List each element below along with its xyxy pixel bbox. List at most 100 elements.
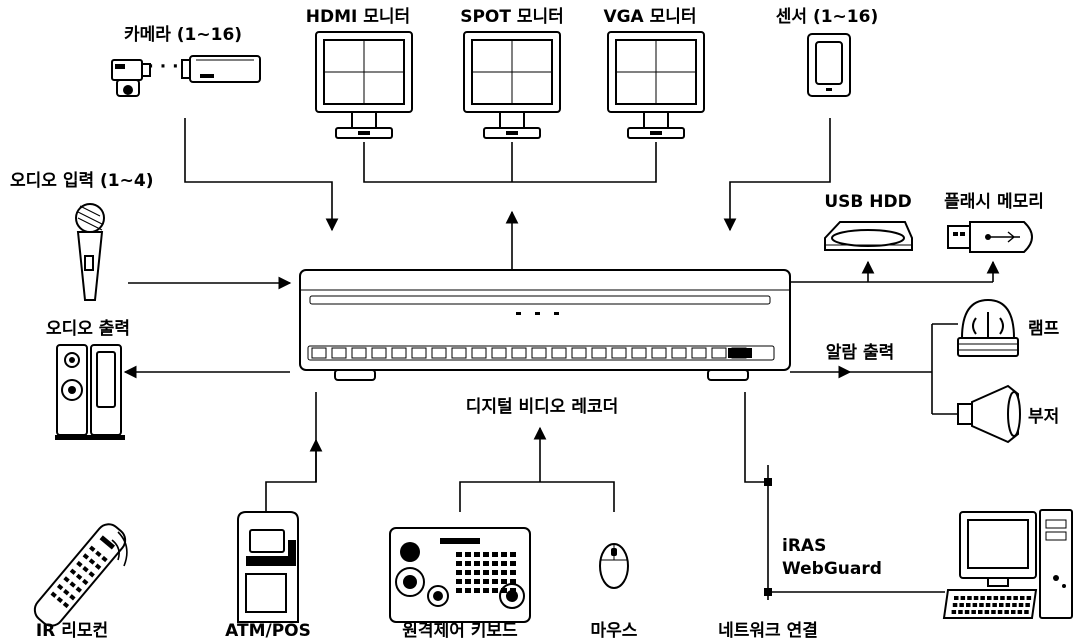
keyboard-key: [501, 588, 507, 593]
dvr-panel-button: [491, 347, 507, 359]
pc-keyboard-key: [958, 610, 963, 614]
lamp-icon: [957, 298, 1019, 357]
dvr-panel-button: [591, 347, 607, 359]
pc-keyboard-key: [1020, 596, 1025, 600]
spot-monitor-label: SPOT 모니터: [460, 7, 564, 27]
pc-keyboard-key: [967, 596, 972, 600]
keyboard-key: [456, 561, 462, 566]
hdmi-monitor-label: HDMI 모니터: [306, 7, 410, 27]
pc-keyboard-key: [987, 596, 992, 600]
dvr-panel-button: [651, 347, 667, 359]
dvr-panel-button: [471, 347, 487, 359]
pc-keyboard-key: [954, 596, 959, 600]
dvr-label: 디지털 비디오 레코더: [466, 397, 619, 417]
alarm-out-label: 알람 출력: [826, 342, 894, 363]
monitor-icon: [607, 31, 705, 139]
monitors-group: [315, 31, 705, 139]
dvr-panel-button: [331, 347, 347, 359]
keyboard-key: [492, 579, 498, 584]
pc-keyboard-key: [1000, 596, 1005, 600]
keyboard-key: [483, 552, 489, 557]
audio-in-label: 오디오 입력 (1~4): [10, 171, 153, 191]
pc-keyboard-key: [999, 603, 1004, 607]
dvr-panel-button: [411, 347, 427, 359]
dvr-panel-button: [431, 347, 447, 359]
camera-ellipsis: · · ·: [147, 57, 178, 77]
usb-hdd-label: USB HDD: [824, 192, 911, 212]
pc-keyboard-key: [979, 603, 984, 607]
dvr-panel-button: [391, 347, 407, 359]
keyboard-key: [465, 552, 471, 557]
dvr-panel-button: [371, 347, 387, 359]
dvr-panel-button: [611, 347, 627, 359]
dvr-panel-button: [311, 347, 327, 359]
keyboard-key: [474, 552, 480, 557]
pc-keyboard-key: [1018, 603, 1024, 607]
pc-keyboard-key: [964, 610, 970, 614]
pc-keyboard-key: [978, 610, 983, 614]
usb-hdd-icon: [824, 221, 913, 251]
keyboard-key: [510, 579, 516, 584]
pc-keyboard-key: [966, 603, 971, 607]
keyboard-key: [474, 579, 480, 584]
atm-pos-icon: [237, 511, 299, 623]
pc-keyboard-key: [1011, 610, 1016, 614]
dvr-panel-button: [551, 347, 567, 359]
pc-keyboard-key: [1005, 603, 1011, 607]
pc-keyboard-key: [972, 603, 978, 607]
pc-keyboard-key: [959, 603, 964, 607]
pc-keyboard-key: [980, 596, 985, 600]
pc-keyboard-key: [1025, 603, 1030, 607]
ir-remote-label: IR 리모컨: [36, 621, 108, 641]
pc-keyboard-key: [1004, 610, 1009, 614]
webguard-label: WebGuard: [782, 559, 882, 579]
camera-label: 카메라 (1~16): [124, 25, 242, 45]
keyboard-key: [501, 570, 507, 575]
dvr-usb-port: [728, 348, 752, 358]
dvr-panel-button: [531, 347, 547, 359]
pc-keyboard-key: [951, 610, 957, 614]
pc-keyboard-key: [992, 603, 997, 607]
pc-keyboard-key: [1006, 596, 1012, 600]
dvr-panel-button: [451, 347, 467, 359]
keyboard-key: [456, 552, 462, 557]
dvr-panel-button: [511, 347, 527, 359]
pc-keyboard-key: [984, 610, 990, 614]
remote-keyboard-label: 원격제어 키보드: [402, 621, 518, 641]
keyboard-key: [474, 570, 480, 575]
audio-out-label: 오디오 출력: [46, 319, 130, 339]
dvr-panel-button: [691, 347, 707, 359]
keyboard-key: [456, 570, 462, 575]
keyboard-key: [492, 570, 498, 575]
keyboard-key: [492, 561, 498, 566]
pc-keyboard-key: [1012, 603, 1017, 607]
keyboard-key: [474, 561, 480, 566]
keyboard-key: [483, 561, 489, 566]
dvr-panel-button: [671, 347, 687, 359]
monitor-icon: [463, 31, 561, 139]
keyboard-key: [465, 561, 471, 566]
atm-pos-label: ATM/POS: [225, 621, 311, 641]
keyboard-key: [456, 579, 462, 584]
speaker-icon: [55, 344, 125, 440]
pc-keyboard-key: [1013, 596, 1018, 600]
flash-memory-icon: [947, 221, 1033, 253]
network-label: 네트워크 연결: [718, 621, 818, 641]
pc-keyboard-key: [960, 596, 966, 600]
pc-keyboard-key: [1026, 596, 1032, 600]
camera-icon: [111, 55, 261, 97]
dvr-panel-button: [631, 347, 647, 359]
dvr-panel-button: [571, 347, 587, 359]
dvr-panel-button: [711, 347, 727, 359]
pc-keyboard-key: [993, 596, 999, 600]
keyboard-key: [510, 570, 516, 575]
dvr-device: [299, 269, 791, 381]
keyboard-key: [501, 579, 507, 584]
keyboard-key: [492, 552, 498, 557]
pc-keyboard-key: [1017, 610, 1023, 614]
keyboard-key: [483, 570, 489, 575]
vga-monitor-label: VGA 모니터: [603, 7, 696, 27]
keyboard-key: [465, 570, 471, 575]
connection-lines: [123, 118, 1000, 600]
